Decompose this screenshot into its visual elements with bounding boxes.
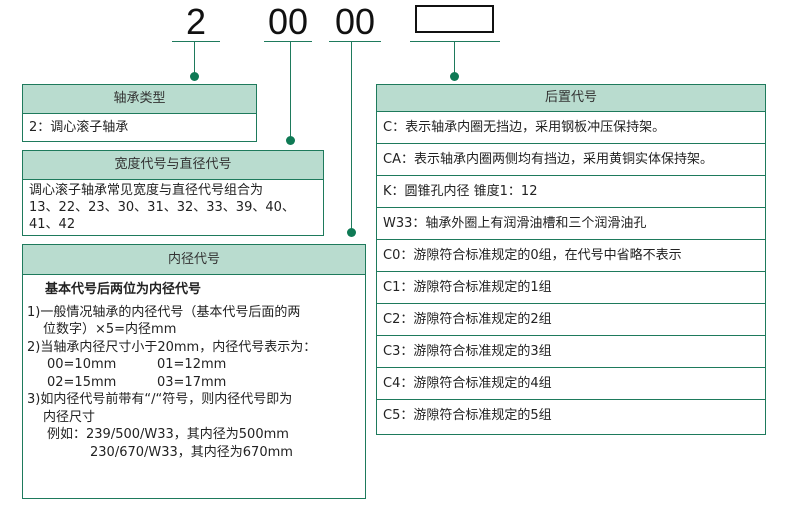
suffix-row: W33：轴承外圈上有润滑油槽和三个润滑油孔 xyxy=(377,208,765,240)
code-suffix-box xyxy=(415,5,494,33)
connector xyxy=(290,41,291,140)
code-type: 2 xyxy=(185,1,207,42)
connector-dot xyxy=(450,72,459,81)
text-line: 2)当轴承内径尺寸小于20mm，内径代号表示为： xyxy=(27,339,317,355)
text-line: 03=17mm xyxy=(157,374,227,390)
underline xyxy=(410,41,500,42)
suffix-row: C2：游隙符合标准规定的2组 xyxy=(377,304,765,336)
suffix-row: C：表示轴承内圈无挡边，采用钢板冲压保持架。 xyxy=(377,112,765,144)
underline xyxy=(172,41,220,42)
text-line: 位数字）×5=内径mm xyxy=(43,322,177,337)
text-line: 00=10mm xyxy=(47,357,117,372)
bore-subtitle: 基本代号后两位为内径代号 xyxy=(45,282,202,297)
connector-dot xyxy=(190,72,199,81)
text-line: 02=15mm xyxy=(47,374,117,390)
connector xyxy=(194,41,195,76)
underline xyxy=(329,41,381,42)
connector xyxy=(454,41,455,76)
text-line: 13、22、23、30、31、32、33、39、40、 xyxy=(29,200,295,215)
suffix-rows: C：表示轴承内圈无挡边，采用钢板冲压保持架。CA：表示轴承内圈两侧均有挡边，采用… xyxy=(377,112,765,432)
bore-box: 内径代号 基本代号后两位为内径代号 1)一般情况轴承的内径代号（基本代号后面的两… xyxy=(22,244,366,499)
box-title: 宽度代号与直径代号 xyxy=(23,151,323,180)
code-width-dia: 00 xyxy=(267,1,309,42)
box-title: 后置代号 xyxy=(377,85,765,112)
suffix-row: C3：游隙符合标准规定的3组 xyxy=(377,336,765,368)
box-title: 轴承类型 xyxy=(23,85,256,114)
suffix-row: C5：游隙符合标准规定的5组 xyxy=(383,408,552,423)
suffix-row: K：圆锥孔内径 锥度1：12 xyxy=(377,176,765,208)
text-line: 例如：239/500/W33，其内径为500mm xyxy=(47,427,289,442)
text-line: 01=12mm xyxy=(157,357,227,372)
suffix-row: C0：游隙符合标准规定的0组，在代号中省略不表示 xyxy=(377,240,765,272)
connector-dot xyxy=(286,136,295,145)
box-text: 基本代号后两位为内径代号 1)一般情况轴承的内径代号（基本代号后面的两 位数字）… xyxy=(23,275,365,467)
code-bore: 00 xyxy=(334,1,376,42)
text-line: 230/670/W33，其内径为670mm xyxy=(90,444,293,460)
suffix-row: C1：游隙符合标准规定的1组 xyxy=(377,272,765,304)
text-line: 内径尺寸 xyxy=(43,409,96,425)
box-text: 调心滚子轴承常见宽度与直径代号组合为 13、22、23、30、31、32、33、… xyxy=(23,180,323,236)
text-line: 1)一般情况轴承的内径代号（基本代号后面的两 xyxy=(27,304,301,320)
suffix-row: CA：表示轴承内圈两侧均有挡边，采用黄铜实体保持架。 xyxy=(377,144,765,176)
bearing-type-box: 轴承类型 2：调心滚子轴承 xyxy=(22,84,257,142)
text-line: 3)如内径代号前带有“/“符号，则内径代号即为 xyxy=(27,392,293,407)
series-box: 宽度代号与直径代号 调心滚子轴承常见宽度与直径代号组合为 13、22、23、30… xyxy=(22,150,324,236)
suffix-box: 后置代号 C：表示轴承内圈无挡边，采用钢板冲压保持架。CA：表示轴承内圈两侧均有… xyxy=(376,84,766,435)
connector-dot xyxy=(347,228,356,237)
box-title: 内径代号 xyxy=(23,245,365,275)
box-text: 2：调心滚子轴承 xyxy=(29,120,129,135)
underline xyxy=(264,41,312,42)
suffix-row: C4：游隙符合标准规定的4组 xyxy=(377,368,765,400)
connector xyxy=(351,41,352,232)
text-line: 41、42 xyxy=(29,217,76,232)
text-line: 调心滚子轴承常见宽度与直径代号组合为 xyxy=(29,183,264,198)
